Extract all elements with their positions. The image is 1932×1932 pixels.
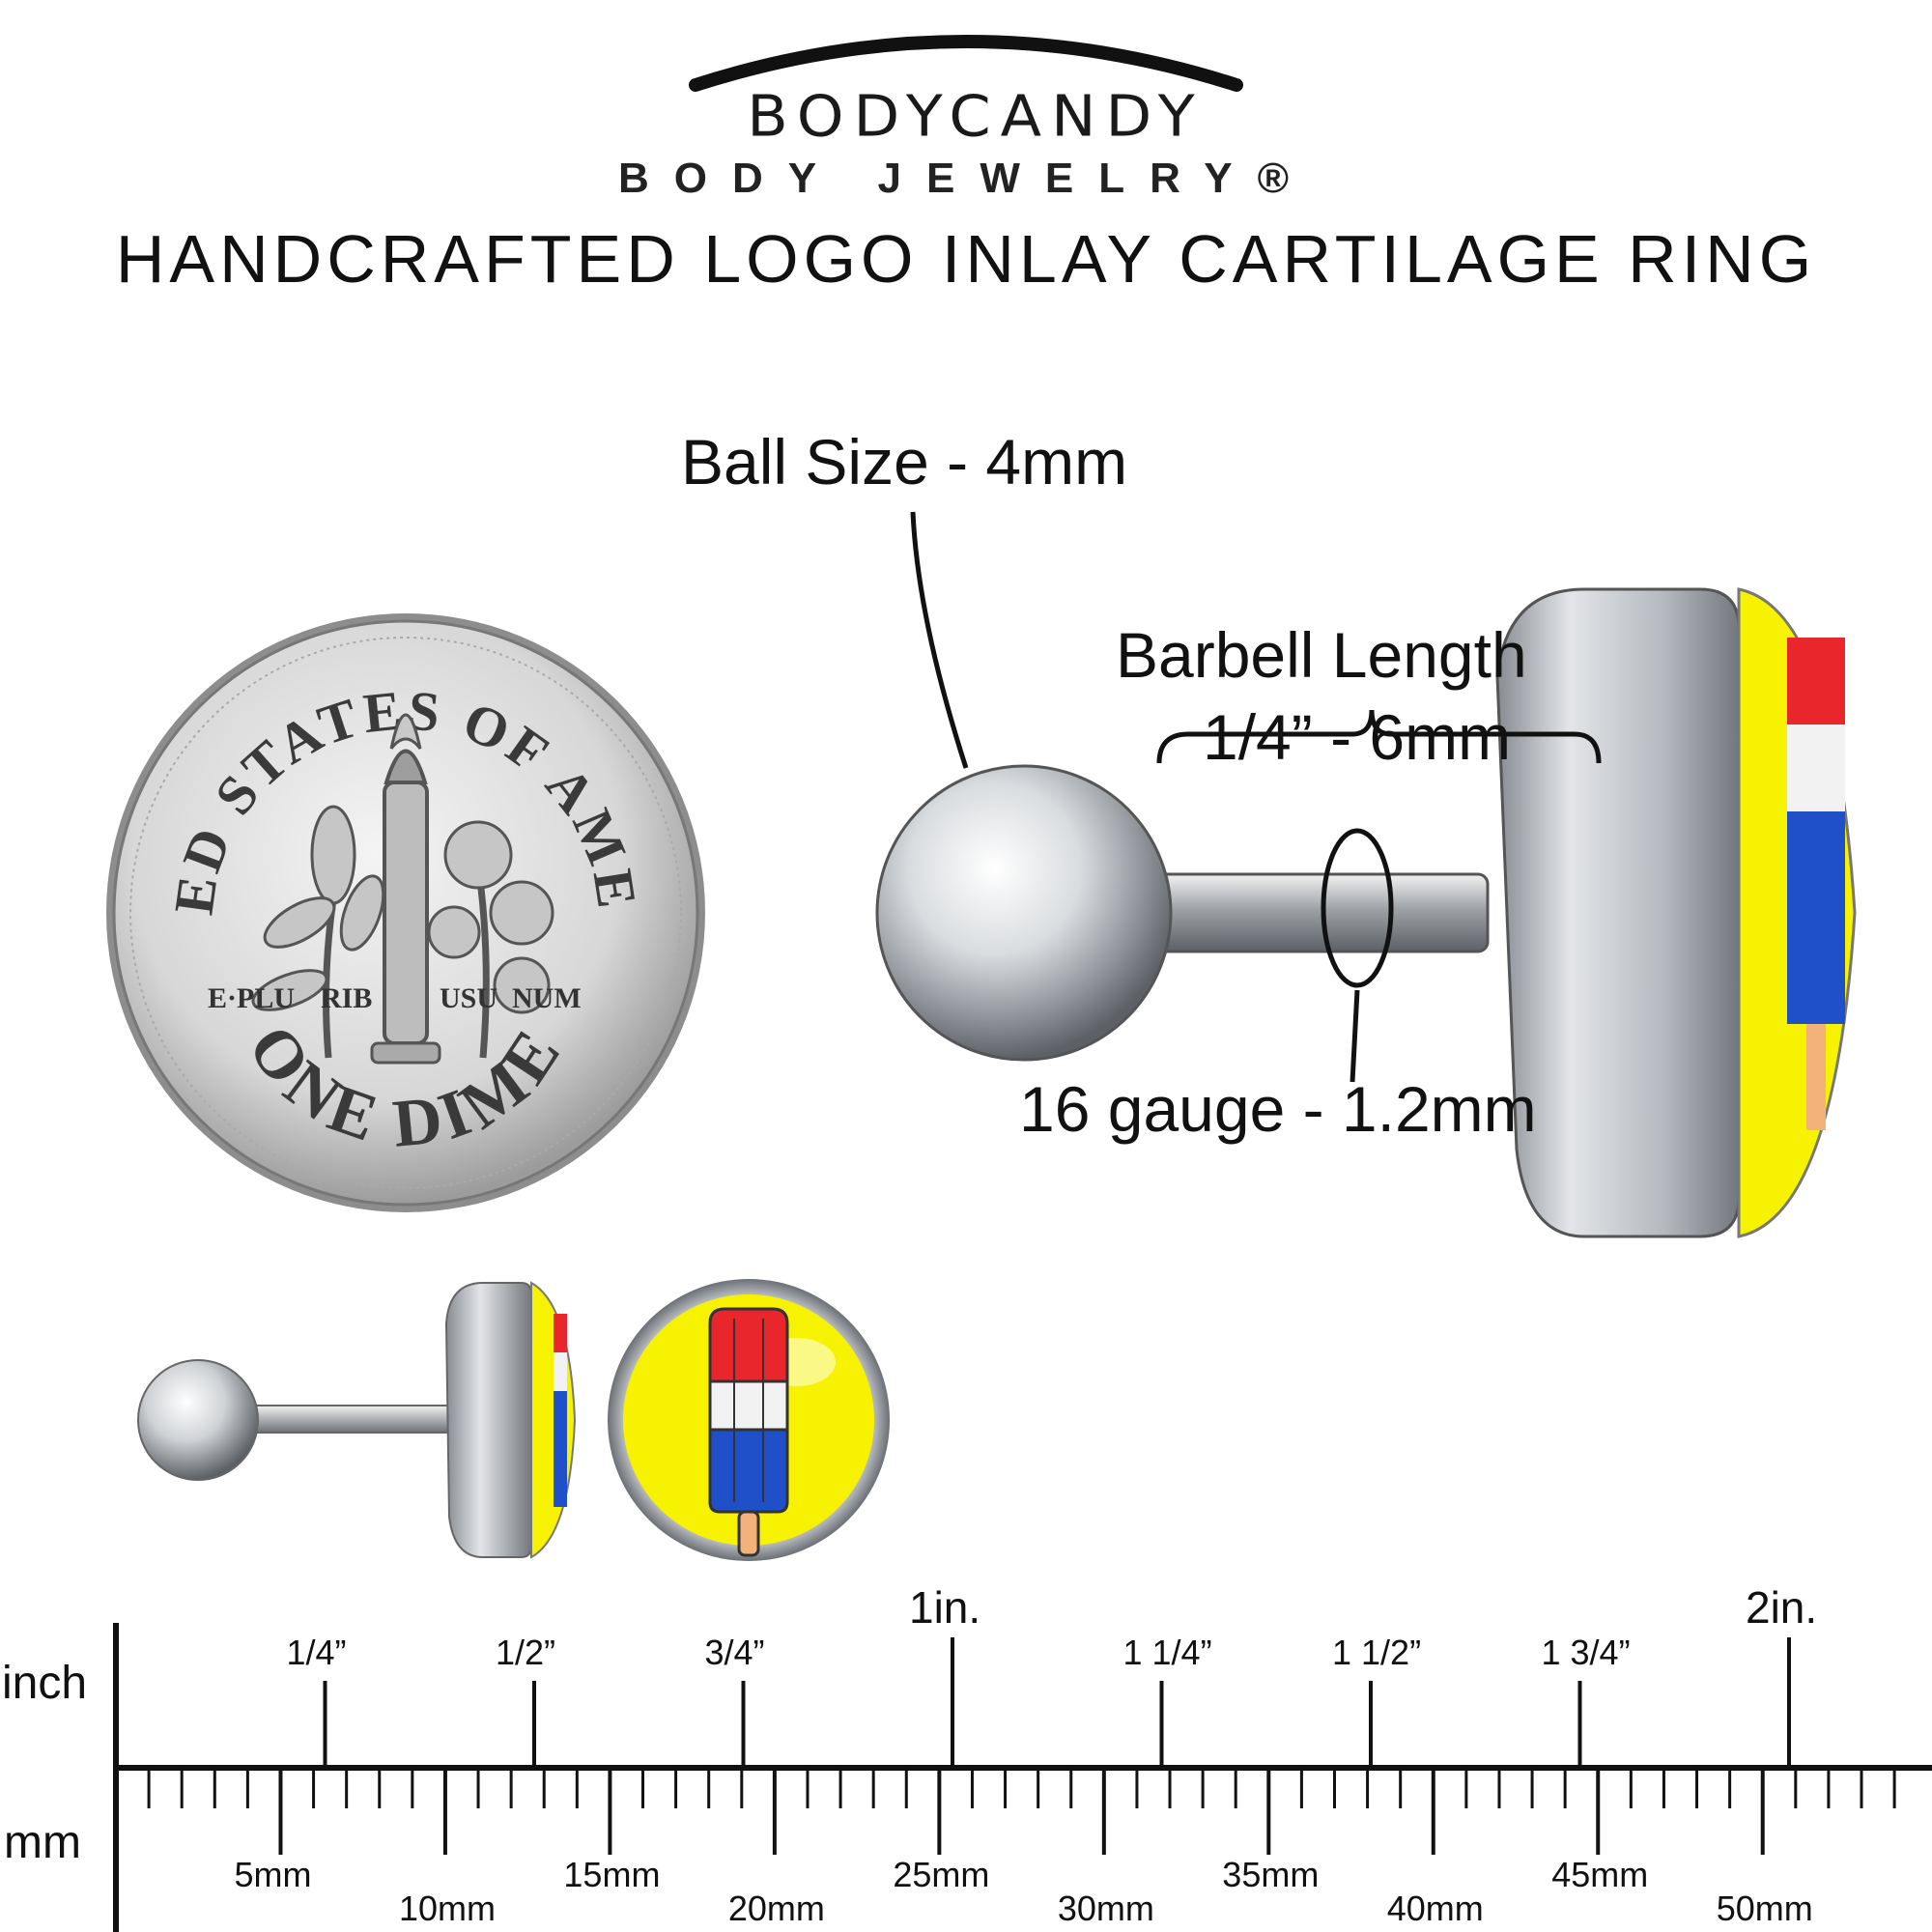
callout-lines [910, 511, 1602, 1083]
brand-arc [689, 35, 1243, 92]
ruler-mm-mark-label: 5mm [234, 1855, 312, 1894]
ruler-inch-mark-label: 1 3/4” [1541, 1633, 1631, 1672]
ruler-mm-mark-label: 10mm [398, 1889, 496, 1928]
callout-barbell-length-value: 1/4” - 6mm [1203, 701, 1512, 773]
ruler-inch-mark-label: 2in. [1746, 1582, 1818, 1633]
ruler-inch-label: inch [2, 1658, 88, 1709]
ruler-mm-mark-label: 25mm [893, 1855, 990, 1894]
brand-subtitle: BODY JEWELRY® [617, 155, 1315, 202]
callout-gauge: 16 gauge - 1.2mm [1019, 1073, 1537, 1145]
ruler-mm-mark-label: 45mm [1551, 1855, 1649, 1894]
earring-small-side-image [137, 1281, 577, 1559]
coin-motto-3: USU [440, 982, 497, 1014]
ruler-mm-mark-label: 40mm [1386, 1889, 1484, 1928]
ruler-mm-mark-label: 50mm [1716, 1889, 1813, 1928]
earring-large-image [875, 587, 1857, 1238]
ruler-inch-mark-label: 1 1/2” [1332, 1633, 1422, 1672]
dime-coin-image: UNITED STATES OF AMERICA E·PLU RIB USU N… [97, 604, 705, 1212]
ruler-mm-mark-label: 20mm [727, 1889, 825, 1928]
ruler-mm-mark-label: 30mm [1057, 1889, 1154, 1928]
callout-ball-size: Ball Size - 4mm [681, 426, 1128, 497]
ruler-inch-mark-label: 1in. [909, 1582, 981, 1633]
ruler-inch-mark-label: 1/2” [496, 1633, 556, 1672]
page-title: HANDCRAFTED LOGO INLAY CARTILAGE RING [115, 221, 1817, 297]
ruler-inch-mark-label: 3/4” [704, 1633, 765, 1672]
coin-motto-1: E·PLU [208, 982, 295, 1014]
coin-motto-2: RIB [321, 982, 372, 1014]
ruler-mm-mark-label: 35mm [1222, 1855, 1320, 1894]
coin-motto-4: NUM [512, 982, 582, 1014]
brand-wordmark: BODYCANDY [747, 82, 1205, 150]
ruler-mm-label: mm [4, 1817, 81, 1868]
ruler-inch-mark-label: 1 1/4” [1122, 1633, 1212, 1672]
ruler-mm-mark-label: 15mm [563, 1855, 661, 1894]
ruler [113, 1623, 1932, 1932]
earring-inlay-front-image [608, 1279, 890, 1561]
ruler-inch-mark-label: 1/4” [286, 1633, 347, 1672]
callout-barbell-length-label: Barbell Length [1116, 619, 1527, 691]
